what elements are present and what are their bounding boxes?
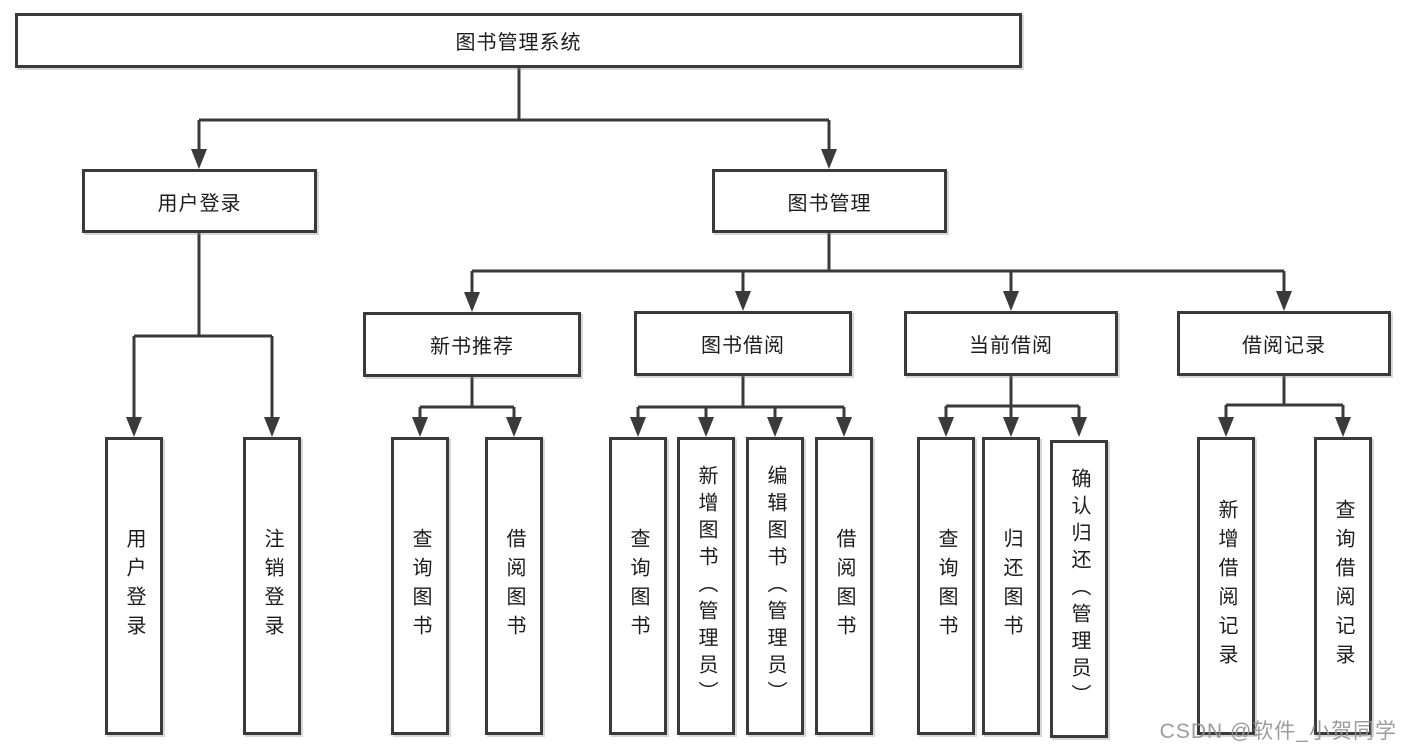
branch-node-user-login: 用户登录 <box>82 169 317 233</box>
branch-node-book-management: 图书管理 <box>712 169 947 233</box>
leaf-node-edit-books-admin: 编辑图书（管理员） <box>746 437 804 735</box>
csdn-watermark: CSDN @软件_小贺同学 <box>1159 720 1397 743</box>
leaf-node-user-login: 用户登录 <box>105 437 163 735</box>
leaf-node-return-books: 归还图书 <box>982 437 1040 735</box>
group-node-new-book-recommend: 新书推荐 <box>363 312 581 377</box>
leaf-node-borrow-books-2: 借阅图书 <box>815 437 873 735</box>
group-node-current-borrow: 当前借阅 <box>904 311 1118 376</box>
group-node-book-borrow: 图书借阅 <box>634 311 852 376</box>
leaf-node-add-books-admin: 新增图书（管理员） <box>677 437 735 735</box>
group-node-borrow-records: 借阅记录 <box>1177 311 1391 376</box>
leaf-node-query-books-1: 查询图书 <box>391 437 449 735</box>
leaf-node-add-borrow-record: 新增借阅记录 <box>1197 437 1255 735</box>
root-node-library-system: 图书管理系统 <box>15 13 1022 68</box>
leaf-node-confirm-return-admin: 确认归还（管理员） <box>1050 440 1108 738</box>
leaf-node-query-books-2: 查询图书 <box>609 437 667 735</box>
leaf-node-borrow-books-1: 借阅图书 <box>485 437 543 735</box>
leaf-node-query-borrow-record: 查询借阅记录 <box>1314 437 1372 735</box>
leaf-node-logout: 注销登录 <box>243 437 301 735</box>
leaf-node-query-books-3: 查询图书 <box>917 437 975 735</box>
